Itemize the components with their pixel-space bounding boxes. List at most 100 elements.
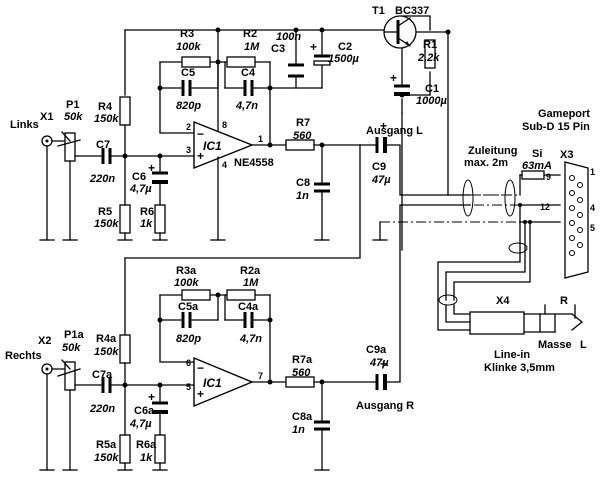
c5a-ref: C5a (178, 301, 199, 313)
r7a-value: 560 (292, 367, 311, 379)
c8a-value: 1n (292, 424, 305, 436)
c6-value: 4,7µ (129, 183, 152, 195)
c2-ref: C2 (338, 41, 352, 53)
c9-value: 47µ (371, 174, 391, 186)
svg-text:+: + (148, 390, 155, 404)
p1a-value: 50k (62, 342, 81, 354)
klinke-label: Klinke 3,5mm (484, 362, 555, 374)
r3a-value: 100k (174, 277, 199, 289)
svg-text:+: + (197, 149, 204, 163)
r7-value: 560 (293, 130, 312, 142)
gameport-type-label: Sub-D 15 Pin (522, 121, 590, 133)
c6a-ref: C6a (134, 405, 155, 417)
capacitor-c1: + C1 1000µ (390, 71, 447, 107)
p1a-ref: P1a (64, 329, 84, 341)
zuleitung-label: Zuleitung (468, 145, 518, 157)
t1-ref: T1 (372, 5, 385, 17)
power-section (124, 15, 451, 251)
c1-ref: C1 (425, 83, 439, 95)
r2a-value: 1M (243, 277, 259, 289)
r5-value: 150k (94, 218, 119, 230)
c8-value: 1n (296, 190, 309, 202)
pin-label: 2 (186, 122, 191, 132)
pin-label: 4 (590, 203, 595, 213)
right-channel: X2 Rechts P1a 50k C7a 220n R4a 150k R5a … (5, 144, 471, 471)
fuse-si-label: Si (532, 148, 542, 160)
r1-ref: R1 (423, 39, 437, 51)
r4-ref: R4 (98, 101, 113, 113)
pin-label: 12 (540, 202, 550, 212)
r3-ref: R3 (180, 28, 194, 40)
x4-ref: X4 (496, 295, 510, 307)
c9a-ref: C9a (366, 344, 387, 356)
r7a-ref: R7a (292, 354, 313, 366)
r6-value: 1k (140, 218, 153, 230)
transistor-t1: T1 BC337 (372, 5, 429, 49)
c4-ref: C4 (241, 67, 256, 79)
c1-value: 1000µ (416, 95, 447, 107)
c7-ref: C7 (96, 139, 110, 151)
svg-text:+: + (390, 71, 397, 85)
c3-ref: C3 (271, 43, 285, 55)
c3-value: 100n (276, 31, 301, 43)
pin-label: 1 (590, 167, 595, 177)
ic1-top-ref: IC1 (203, 139, 222, 153)
svg-text:+: + (380, 119, 387, 133)
r2-ref: R2 (243, 28, 257, 40)
cable-section: Zuleitung max. 2m Si 63mA 9 12 1 4 5 Gam… (372, 108, 595, 374)
masse-label: Masse (538, 339, 572, 351)
r2a-ref: R2a (240, 265, 261, 277)
pin-label: 4 (222, 160, 227, 170)
resistor-r1: R1 2,2k (417, 39, 440, 69)
c7a-value: 220n (89, 403, 115, 415)
svg-text:+: + (380, 357, 387, 371)
svg-text:−: − (197, 127, 204, 141)
links-label: Links (10, 119, 39, 131)
x3-ref: X3 (560, 149, 573, 161)
pin-label: 3 (186, 145, 191, 155)
svg-text:+: + (197, 387, 204, 401)
r6a-ref: R6a (136, 439, 157, 451)
ausgang-l-label: Ausgang L (366, 125, 423, 137)
plug-l-label: L (580, 339, 587, 351)
r3a-ref: R3a (176, 265, 197, 277)
r4a-value: 150k (94, 346, 119, 358)
r3-value: 100k (176, 41, 201, 53)
rechts-label: Rechts (5, 350, 42, 362)
gameport-label: Gameport (538, 108, 590, 120)
svg-text:−: − (197, 361, 204, 375)
c7a-ref: C7a (92, 369, 113, 381)
r4a-ref: R4a (96, 333, 117, 345)
t1-type: BC337 (395, 5, 429, 17)
x2-ref: X2 (38, 335, 51, 347)
ic1-type: NE4558 (234, 157, 274, 169)
c9a-value: 47µ (369, 357, 389, 369)
c8-ref: C8 (296, 177, 310, 189)
ic1-bottom-ref: IC1 (203, 376, 222, 390)
left-channel: X1 Links P1 50k C7 220n R4 150k R5 150k (10, 28, 471, 241)
r6-ref: R6 (140, 206, 154, 218)
c9-ref: C9 (372, 161, 386, 173)
c5a-value: 820p (176, 333, 201, 345)
p1-ref: P1 (66, 99, 79, 111)
zuleitung-max-label: max. 2m (464, 157, 508, 169)
c4-value: 4,7n (235, 100, 258, 112)
pin-label: 1 (258, 134, 263, 144)
r5-ref: R5 (98, 206, 112, 218)
p1-value: 50k (64, 111, 83, 123)
pin-label: 5 (186, 382, 191, 392)
r4-value: 150k (94, 113, 119, 125)
line-in-label: Line-in (494, 349, 530, 361)
pin-label: 5 (590, 223, 595, 233)
r5a-ref: R5a (96, 439, 117, 451)
pin-label: 8 (222, 120, 227, 130)
r5a-value: 150k (94, 452, 119, 464)
r2-value: 1M (244, 41, 260, 53)
c4a-value: 4,7n (239, 333, 262, 345)
capacitor-c2: + C2 1500µ (310, 40, 359, 66)
r6a-value: 1k (140, 452, 153, 464)
c7-value: 220n (89, 173, 115, 185)
svg-text:+: + (148, 161, 155, 175)
c2-value: 1500µ (328, 53, 359, 65)
